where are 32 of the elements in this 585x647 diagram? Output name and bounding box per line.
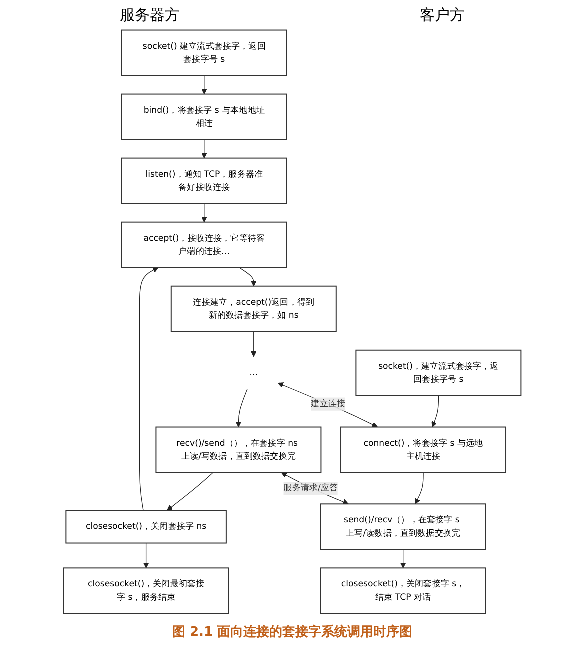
arrow xyxy=(143,542,150,568)
node-box: closesocket()，关闭最初套接字 s，服务结束 xyxy=(63,568,230,614)
arrow xyxy=(239,268,257,287)
node-box: send()/recv（），在套接字 s 上写/读数据，直到数据交换完 xyxy=(320,504,486,550)
arrow xyxy=(281,472,349,505)
edge-label: 建立连接 xyxy=(311,399,346,409)
node-box: recv()/send（），在套接字 ns 上读/写数据，直到数据交换完 xyxy=(156,426,322,474)
figure-caption: 图 2.1 面向连接的套接字系统调用时序图 xyxy=(172,624,413,642)
arrow xyxy=(139,268,159,511)
node-box: closesocket()，关闭套接字 s，结束 TCP 对话 xyxy=(320,568,486,614)
node-box: 连接建立，accept()返回，得到新的数据套接字，如 ns xyxy=(170,286,337,332)
node-box: listen()，通知 TCP，服务器准备好接收连接 xyxy=(121,158,288,204)
arrow xyxy=(236,389,248,428)
edge-label: 服务请求/应答 xyxy=(284,483,338,494)
arrow xyxy=(201,204,208,223)
node-box: accept()，接收连接，它等待客户端的连接… xyxy=(121,222,288,268)
arrow xyxy=(201,76,208,95)
node-box: socket() 建立流式套接字，返回套接字号 s xyxy=(121,30,288,76)
arrow xyxy=(415,472,424,504)
node-box: closesocket()，关闭套接字 ns xyxy=(66,510,227,544)
arrow xyxy=(250,332,257,358)
node-text: … xyxy=(250,368,258,378)
node-box: bind()，将套接字 s 与本地地址相连 xyxy=(121,94,288,140)
node-box: socket()，建立流式套接字，返回套接字号 s xyxy=(356,350,522,396)
arrow xyxy=(432,396,440,428)
column-heading: 客户方 xyxy=(420,6,465,25)
arrow xyxy=(167,472,214,511)
arrow xyxy=(201,140,208,159)
arrow xyxy=(400,549,406,568)
arrow xyxy=(278,382,378,428)
column-heading: 服务器方 xyxy=(120,6,180,25)
node-box: connect()，将套接字 s 与远地主机连接 xyxy=(340,426,506,474)
